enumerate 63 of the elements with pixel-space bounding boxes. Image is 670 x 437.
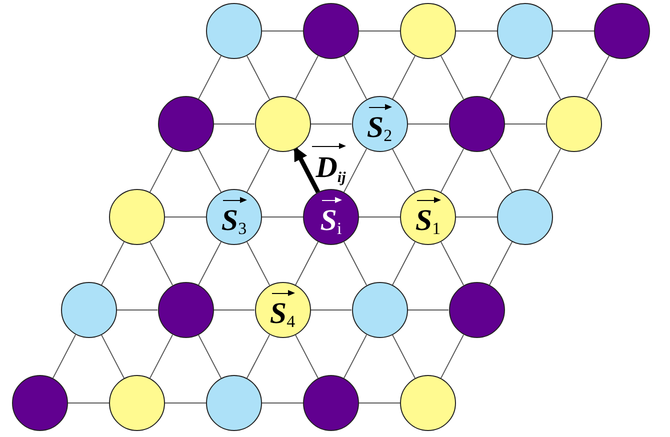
lattice-site xyxy=(254,282,310,338)
lattice-bond xyxy=(358,30,400,32)
lattice-bond xyxy=(149,148,174,193)
lattice-site xyxy=(448,282,504,338)
lattice-bond xyxy=(440,334,464,379)
lattice-bond xyxy=(164,216,206,218)
lattice-bond xyxy=(488,241,513,286)
lattice-bond xyxy=(537,148,562,193)
lattice-site xyxy=(546,96,602,152)
lattice-bond xyxy=(552,30,594,32)
lattice-bond xyxy=(246,55,270,100)
lattice-bond xyxy=(456,216,498,218)
lattice-site xyxy=(158,282,214,338)
lattice-bond xyxy=(149,334,174,379)
lattice-bond xyxy=(456,30,498,32)
lattice-bond xyxy=(246,241,270,286)
lattice-site xyxy=(60,282,116,338)
lattice-bond xyxy=(488,55,513,100)
lattice-bond xyxy=(586,55,610,100)
lattice-bond xyxy=(198,148,222,193)
lattice-bond xyxy=(343,334,368,379)
spin-label: S$_{4}$ xyxy=(270,290,296,330)
lattice-bond xyxy=(537,55,562,100)
lattice-bond xyxy=(198,55,222,100)
lattice-bond xyxy=(198,241,222,286)
lattice-bond xyxy=(392,148,416,193)
lattice-bond xyxy=(262,216,304,218)
lattice-bond xyxy=(358,216,400,218)
lattice-bond xyxy=(149,241,174,286)
lattice-bond xyxy=(246,334,270,379)
lattice-bond xyxy=(343,148,368,193)
lattice-bond xyxy=(392,55,416,100)
lattice-bond xyxy=(294,55,319,100)
lattice-bond xyxy=(294,334,319,379)
spin-label: S$_{2}$ xyxy=(366,104,392,144)
lattice-bond xyxy=(343,55,368,100)
lattice-bond xyxy=(294,241,319,286)
lattice-bond xyxy=(488,148,513,193)
lattice-site xyxy=(448,96,504,152)
lattice-bond xyxy=(246,148,270,193)
lattice-bond xyxy=(52,334,76,379)
lattice-bond xyxy=(392,241,416,286)
lattice-bond xyxy=(68,402,110,404)
arrow xyxy=(293,146,320,194)
lattice-bond xyxy=(100,241,125,286)
spin-label: S$_{3}$ xyxy=(221,198,247,236)
lattice-bond xyxy=(440,55,464,100)
lattice-bond xyxy=(164,402,206,404)
lattice-site xyxy=(158,96,214,152)
lattice-site xyxy=(254,96,310,152)
lattice-site xyxy=(352,282,408,338)
spin-label: S$_{i}$ xyxy=(320,198,342,236)
lattice-bond xyxy=(358,402,400,404)
spin-label: S$_{1}$ xyxy=(415,198,441,236)
lattice-bond xyxy=(262,30,304,32)
lattice-bond xyxy=(198,334,222,379)
lattice-bond xyxy=(262,402,304,404)
lattice-bond xyxy=(100,334,125,379)
lattice-bond xyxy=(440,241,464,286)
lattice-bond xyxy=(440,148,464,193)
lattice-site xyxy=(352,96,408,152)
lattice-bond xyxy=(392,334,416,379)
lattice-bond xyxy=(343,241,368,286)
